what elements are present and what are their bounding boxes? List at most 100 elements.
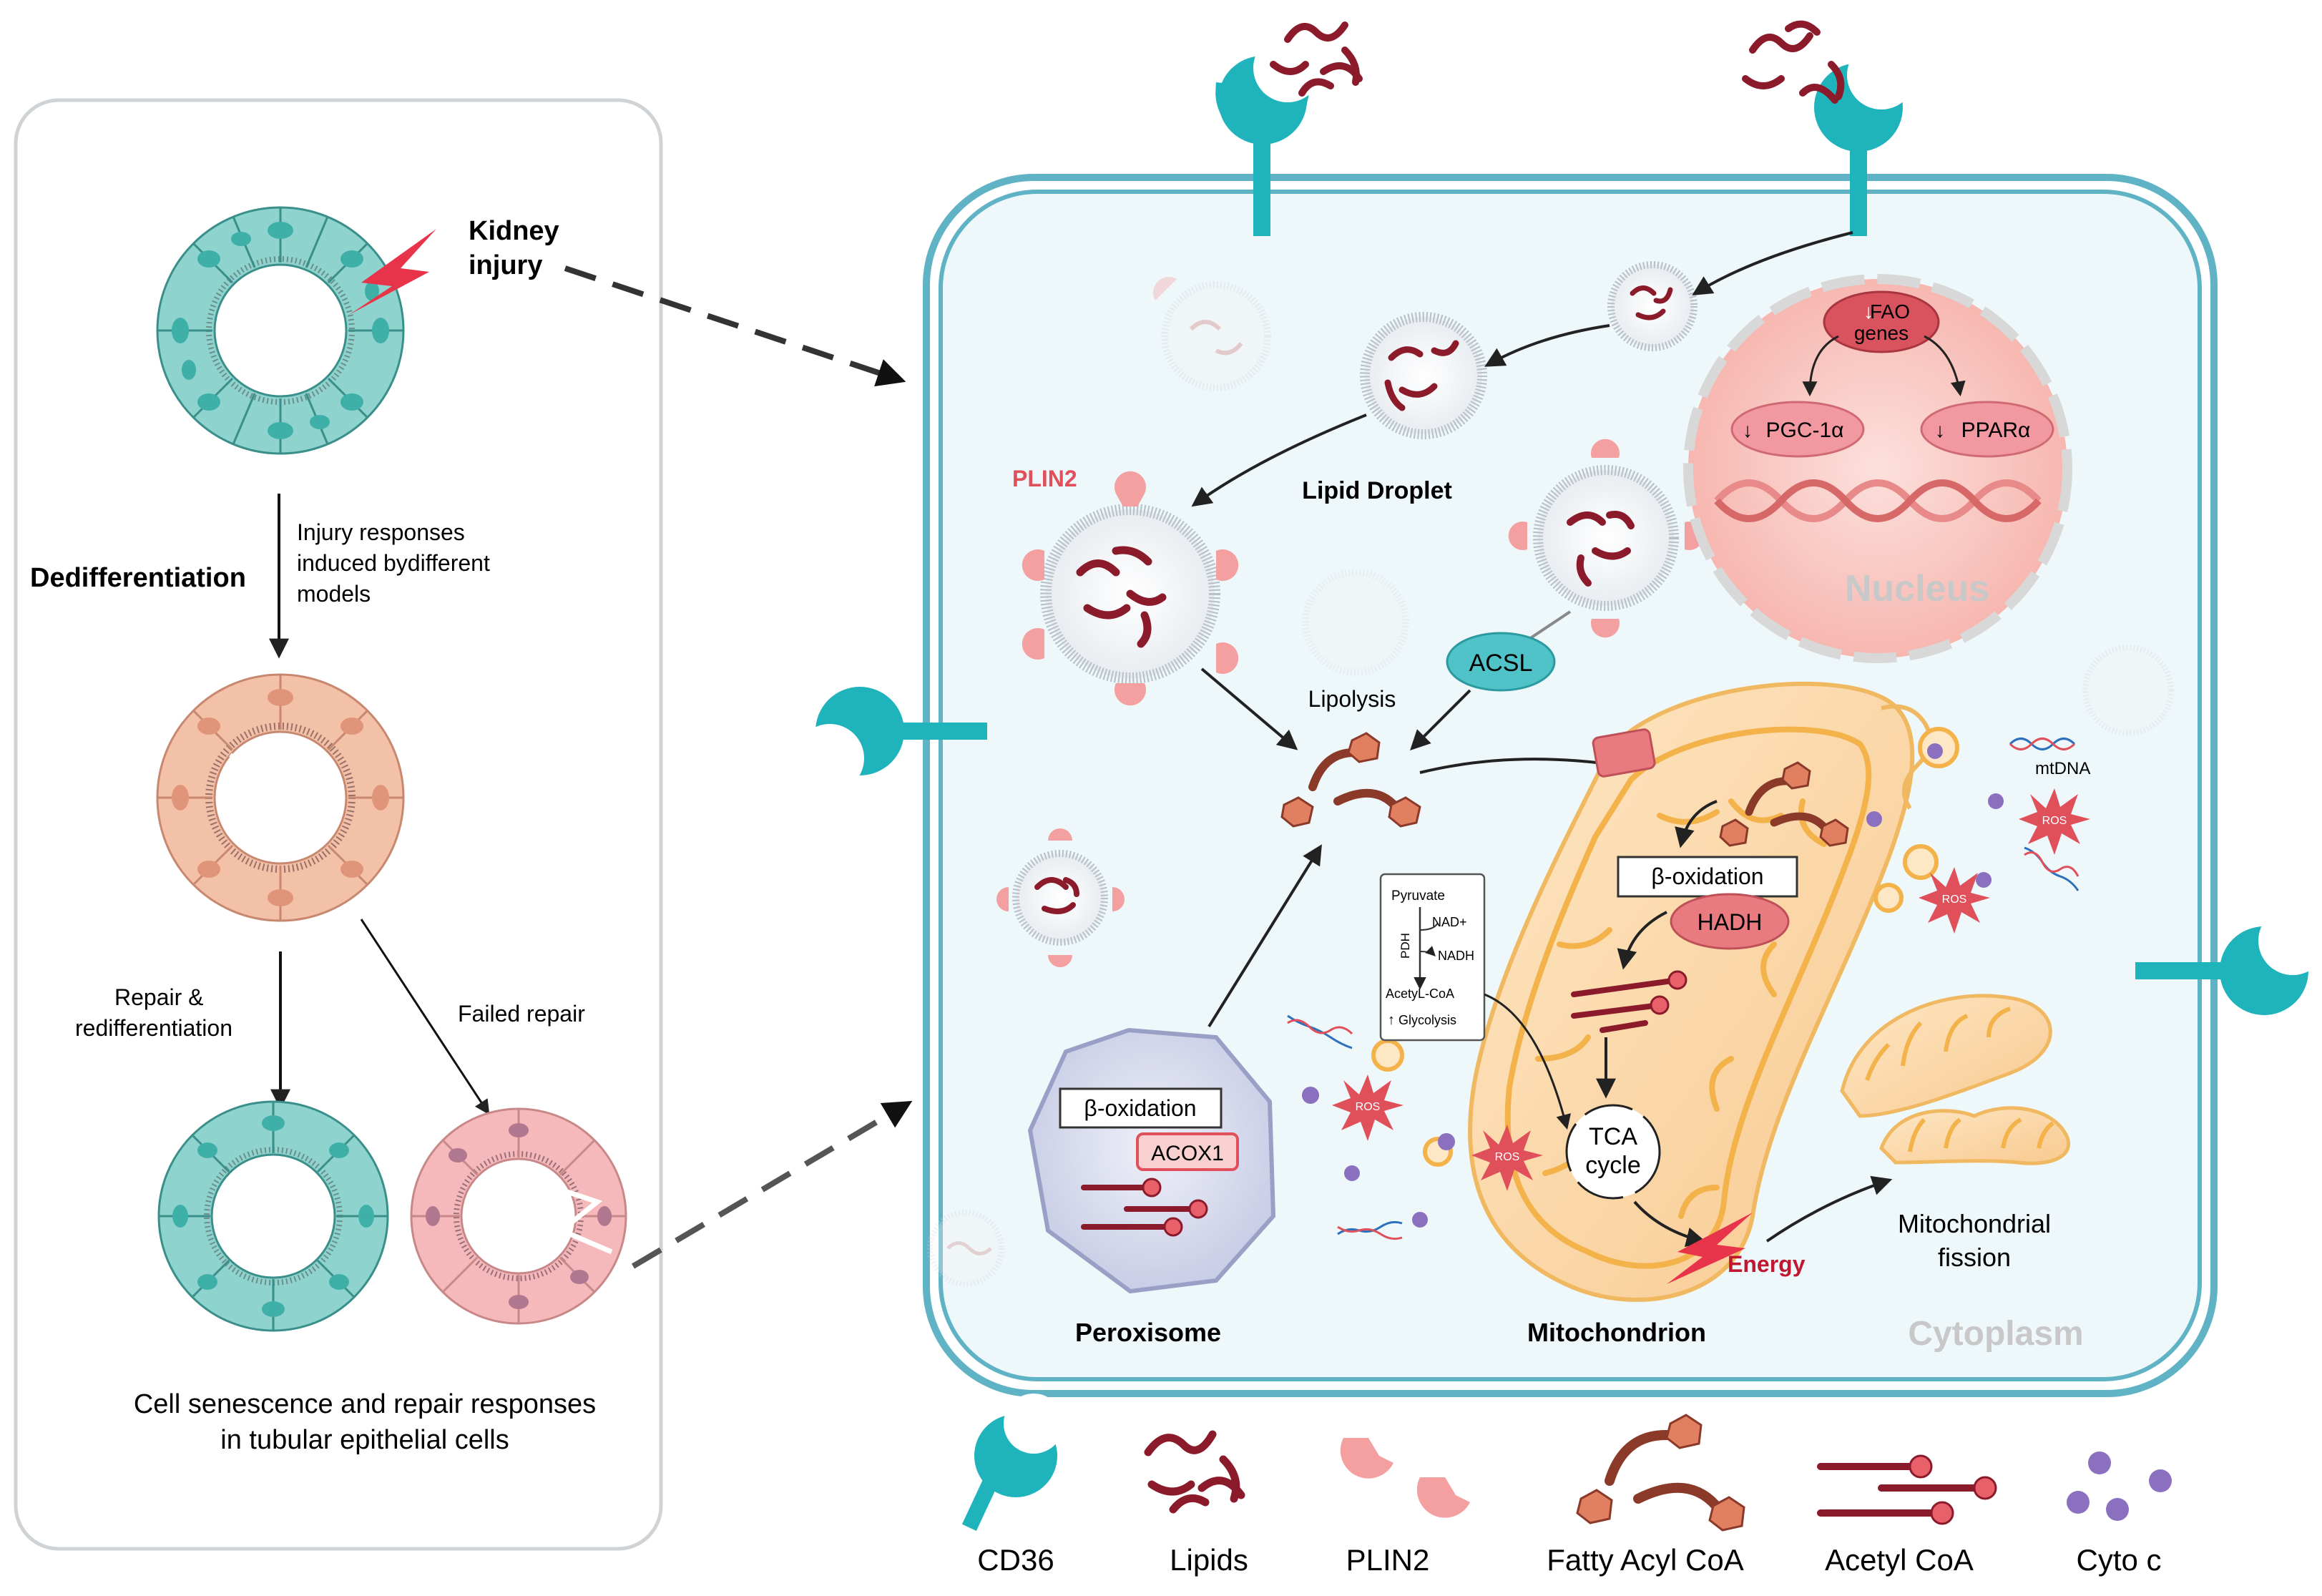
kidney-injury-label-2: injury	[469, 250, 542, 280]
lightning-bolt-icon	[349, 229, 436, 315]
arrow-fao-to-pgc	[1802, 335, 1839, 397]
tubule-repaired	[157, 1100, 389, 1332]
arrow-to-fission	[1765, 1175, 1893, 1243]
faint-droplet-4	[2082, 645, 2174, 736]
tca-label-2: cycle	[1585, 1152, 1640, 1179]
tca-cycle: TCA cycle	[1565, 1104, 1661, 1200]
ros-star-3: ROS	[1332, 1074, 1404, 1141]
perox-beta-oxidation-box	[1059, 1087, 1223, 1129]
mito-beta-oxidation-label: β-oxidation	[1651, 863, 1763, 889]
arrow-beta-to-acetyl	[1617, 911, 1667, 970]
fatty-acyl-coa-cytosol	[1280, 732, 1421, 828]
pgc-label: PGC-1α	[1765, 418, 1843, 442]
nucleus-label: Nucleus	[1845, 568, 1989, 609]
arrow-acsl	[1410, 689, 1471, 750]
repair-label-1: Repair &	[114, 984, 204, 1010]
lipid-droplet-lower	[996, 828, 1125, 967]
energy-bolt-icon	[1667, 1213, 1753, 1284]
ros-label-4: ROS	[1495, 1151, 1520, 1163]
faint-droplet-2	[1302, 569, 1409, 676]
arrow-acetyl-to-tca-side	[1484, 993, 1571, 1130]
mtdna-helix-1	[2009, 738, 2076, 750]
legend-plin2-icon	[1340, 1438, 1470, 1518]
failed-repair-label: Failed repair	[458, 1001, 585, 1027]
acetyl-coa-perox	[1081, 1178, 1208, 1237]
left-caption-1: Cell senescence and repair responses	[134, 1389, 596, 1419]
lipid-droplet-right	[1508, 439, 1704, 638]
arrow-fao-to-ppar	[1924, 335, 1966, 397]
ppar-arrow: ↓	[1935, 419, 1945, 441]
legend-fatty-acyl-icon	[1576, 1414, 1745, 1532]
pgc-node	[1730, 401, 1865, 458]
injury-responses-label-3: models	[297, 581, 371, 607]
kidney-injury-label-1: Kidney	[469, 216, 559, 246]
fission-mitochondrion-1	[1840, 994, 2052, 1118]
ros-label-1: ROS	[2042, 815, 2067, 827]
legend-acetyl-icon	[1817, 1454, 1997, 1525]
cpt-transporter	[1592, 728, 1656, 778]
fao-genes-label-2: genes	[1854, 322, 1909, 344]
faint-droplet-1	[1153, 277, 1271, 391]
arrow-perox-to-acyl	[1207, 844, 1322, 1028]
cytoplasm-label: Cytoplasm	[1908, 1315, 2083, 1353]
tubule-healthy-top	[156, 206, 405, 455]
energy-label: Energy	[1728, 1251, 1806, 1277]
mtdna-helix-2	[2024, 846, 2079, 891]
cd36-receptor-right	[2135, 906, 2322, 1015]
cyto-c-dots	[1302, 743, 2004, 1228]
fission-label-1: Mitochondrial	[1898, 1209, 2051, 1238]
plin2-label: PLIN2	[1012, 466, 1077, 491]
nad-label: NAD+	[1432, 915, 1467, 929]
arrow-receptor-to-vesicle	[1692, 231, 1853, 295]
cell: Lipid Droplet PLIN2	[795, 20, 2322, 1397]
ros-label-2: ROS	[1942, 894, 1967, 906]
mtdna-helix-3	[1287, 1014, 1353, 1049]
hadh-enzyme	[1670, 893, 1790, 950]
tubule-dedifferentiated	[156, 673, 405, 922]
mito-fragment-2	[1903, 844, 1939, 880]
faint-droplet-3	[927, 1210, 1004, 1287]
arrow-droplet-to-plin2	[1191, 413, 1367, 507]
ros-star-1: ROS	[2019, 788, 2090, 855]
arrow-failed-repair	[360, 919, 490, 1115]
tca-label-1: TCA	[1589, 1123, 1637, 1150]
legend-lipids-label: Lipids	[1170, 1543, 1248, 1577]
ros-star-4: ROS	[1471, 1125, 1543, 1191]
arrow-acyl-to-beta	[1675, 800, 1718, 848]
lipid-droplet-plin2	[1022, 471, 1239, 706]
pyruvate-label: Pyruvate	[1391, 888, 1445, 904]
ppar-label: PPARα	[1961, 418, 2031, 442]
fission-label-2: fission	[1938, 1243, 2011, 1272]
cd36-receptor-top-right	[1814, 41, 1916, 236]
line-droplet-to-acsl	[1526, 610, 1572, 642]
ppar-node	[1920, 401, 2054, 458]
fao-genes-node	[1823, 290, 1940, 353]
perox-beta-oxidation-label: β-oxidation	[1084, 1095, 1196, 1121]
acox1-label: ACOX1	[1151, 1142, 1224, 1165]
legend-lipids-icon	[1144, 1430, 1245, 1514]
acox1-box	[1136, 1132, 1239, 1171]
peroxisome: β-oxidation ACOX1	[1027, 1027, 1276, 1294]
legend-cytoc-icon	[2067, 1451, 2172, 1521]
lipid-droplet-top	[1360, 312, 1487, 439]
acsl-label: ACSL	[1469, 650, 1533, 677]
arrow-tca-to-energy	[1633, 1200, 1707, 1248]
dashed-arrow-injury	[564, 265, 906, 387]
mtdna-label: mtDNA	[2035, 759, 2090, 778]
lipid-droplet-label: Lipid Droplet	[1302, 477, 1452, 504]
ros-label-3: ROS	[1356, 1101, 1381, 1113]
hadh-label: HADH	[1698, 909, 1763, 935]
mito-fragment-3	[1873, 883, 1904, 913]
legend-cd36-icon	[961, 1394, 1064, 1531]
lipids-outside-left	[1270, 21, 1363, 97]
legend-cytoc-label: Cyto c	[2076, 1543, 2161, 1577]
arrow-lipolysis	[1200, 667, 1298, 750]
fao-genes-label-1b: FAO	[1870, 300, 1910, 323]
dedifferentiation-label: Dedifferentiation	[30, 563, 246, 593]
mtdna-helix-4	[1337, 1220, 1403, 1240]
dashed-arrow-failed	[631, 1100, 913, 1269]
peroxisome-label: Peroxisome	[1075, 1318, 1221, 1347]
cd36-receptor-left	[795, 687, 987, 793]
injury-responses-label-2: induced bydifferent	[297, 550, 490, 576]
glycolysis-label: Glycolysis	[1398, 1013, 1456, 1027]
